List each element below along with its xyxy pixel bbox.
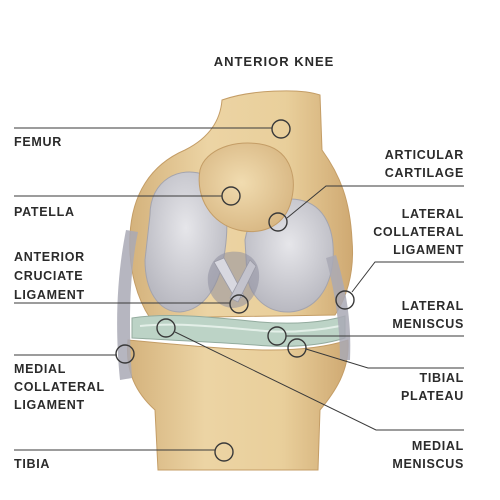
- label-femur: FEMUR: [14, 135, 62, 149]
- articular-cartilage-marker: [268, 212, 288, 232]
- left-labels: FEMUR PATELLA ANTERIOR CRUCIATE LIGAMENT…: [14, 135, 105, 471]
- label-patella: PATELLA: [14, 205, 75, 219]
- label-tibia: TIBIA: [14, 457, 50, 471]
- label-articular-cartilage-line-2: CARTILAGE: [385, 166, 464, 180]
- label-medial-meniscus-line-1: MEDIAL: [412, 439, 464, 453]
- mcl-marker: [115, 344, 135, 364]
- meniscus-highlight: [139, 323, 341, 333]
- medial-meniscus-marker: [156, 318, 176, 338]
- tibial-plateau-marker: [287, 338, 307, 358]
- acl-marker: [229, 294, 249, 314]
- label-acl-line-2: CRUCIATE: [14, 269, 83, 283]
- cruciate-ligament-band-2: [229, 259, 257, 303]
- diagram-title: ANTERIOR KNEE: [214, 54, 335, 69]
- femur-marker: [271, 119, 291, 139]
- lateral-meniscus-marker: [267, 326, 287, 346]
- label-tibial-plateau-line-2: PLATEAU: [401, 389, 464, 403]
- label-lcl-line-3: LIGAMENT: [393, 243, 464, 257]
- label-mcl-line-2: COLLATERAL: [14, 380, 105, 394]
- right-labels: ARTICULAR CARTILAGE LATERAL COLLATERAL L…: [373, 148, 464, 471]
- callout-markers: [115, 119, 355, 462]
- label-articular-cartilage-line-1: ARTICULAR: [385, 148, 464, 162]
- label-acl-line-3: LIGAMENT: [14, 288, 85, 302]
- label-lateral-meniscus-line-1: LATERAL: [402, 299, 464, 313]
- label-acl-line-1: ANTERIOR: [14, 250, 85, 264]
- label-lcl-line-1: LATERAL: [402, 207, 464, 221]
- tibia-marker: [214, 442, 234, 462]
- label-mcl-line-3: LIGAMENT: [14, 398, 85, 412]
- lateral-collateral-ligament-marker: [335, 290, 355, 310]
- patella-marker: [221, 186, 241, 206]
- label-lateral-meniscus-line-2: MENISCUS: [392, 317, 464, 331]
- patella-bone: [198, 142, 294, 233]
- medial-collateral-ligament: [117, 230, 138, 380]
- label-tibial-plateau-line-1: TIBIAL: [420, 371, 464, 385]
- label-medial-meniscus-line-2: MENISCUS: [392, 457, 464, 471]
- lateral-collateral-ligament: [326, 255, 351, 360]
- label-mcl-line-1: MEDIAL: [14, 362, 66, 376]
- leader-lines: [14, 127, 464, 451]
- label-lcl-line-2: COLLATERAL: [373, 225, 464, 239]
